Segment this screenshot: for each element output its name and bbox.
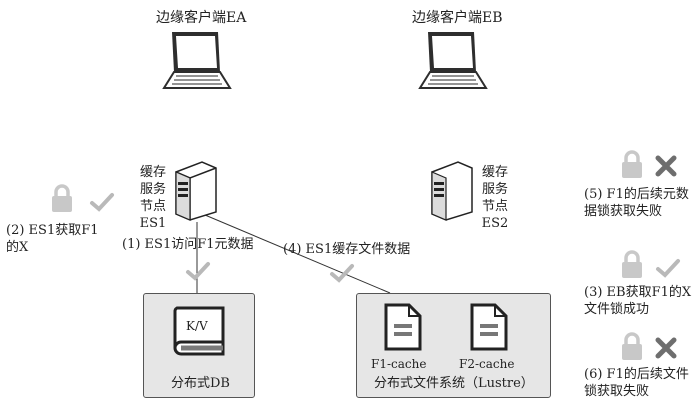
edge-es1-fs bbox=[204, 214, 391, 294]
event-text: (5) F1的后续元数 据锁获取失败 bbox=[584, 187, 689, 219]
file-label: F2-cache bbox=[459, 357, 515, 371]
edge-label-filedata: (4) ES1缓存文件数据 bbox=[283, 242, 411, 257]
distributed-db-box: K/V 分布式DB bbox=[143, 293, 255, 398]
lock-event-text: (2) ES1获取F1 的X bbox=[6, 223, 99, 255]
fs-caption: 分布式文件系统（Lustre） bbox=[374, 376, 534, 391]
file-icon bbox=[384, 303, 422, 351]
cross-icon bbox=[655, 337, 677, 359]
laptop-icon bbox=[418, 32, 488, 89]
client-ea-label: 边缘客户端EA bbox=[156, 10, 247, 26]
check-icon bbox=[186, 262, 210, 281]
db-caption: 分布式DB bbox=[171, 376, 230, 391]
lock-icon bbox=[622, 150, 642, 178]
book-icon bbox=[173, 306, 225, 356]
event-text: (3) EB获取F1的X 文件锁成功 bbox=[584, 285, 692, 317]
edge-label-metadata: (1) ES1访问F1元数据 bbox=[122, 237, 254, 252]
cross-icon bbox=[655, 155, 677, 177]
lock-icon bbox=[622, 250, 642, 278]
lock-icon bbox=[622, 332, 642, 360]
server-icon bbox=[175, 161, 217, 221]
check-icon bbox=[656, 259, 680, 278]
lock-icon bbox=[52, 184, 72, 212]
server-es1-label: 缓存 服务 节点 ES1 bbox=[139, 165, 167, 231]
distributed-fs-box: F1-cache F2-cache 分布式文件系统（Lustre） bbox=[356, 293, 551, 398]
file-label: F1-cache bbox=[371, 357, 427, 371]
client-eb-label: 边缘客户端EB bbox=[412, 10, 503, 26]
check-icon bbox=[90, 193, 114, 212]
server-es2-label: 缓存 服务 节点 ES2 bbox=[481, 165, 509, 231]
event-text: (6) F1的后续文件 锁获取失败 bbox=[584, 367, 689, 399]
book-label: K/V bbox=[186, 319, 208, 333]
laptop-icon bbox=[162, 32, 232, 89]
check-icon bbox=[330, 264, 354, 283]
file-icon bbox=[470, 303, 508, 351]
server-icon bbox=[431, 161, 473, 221]
